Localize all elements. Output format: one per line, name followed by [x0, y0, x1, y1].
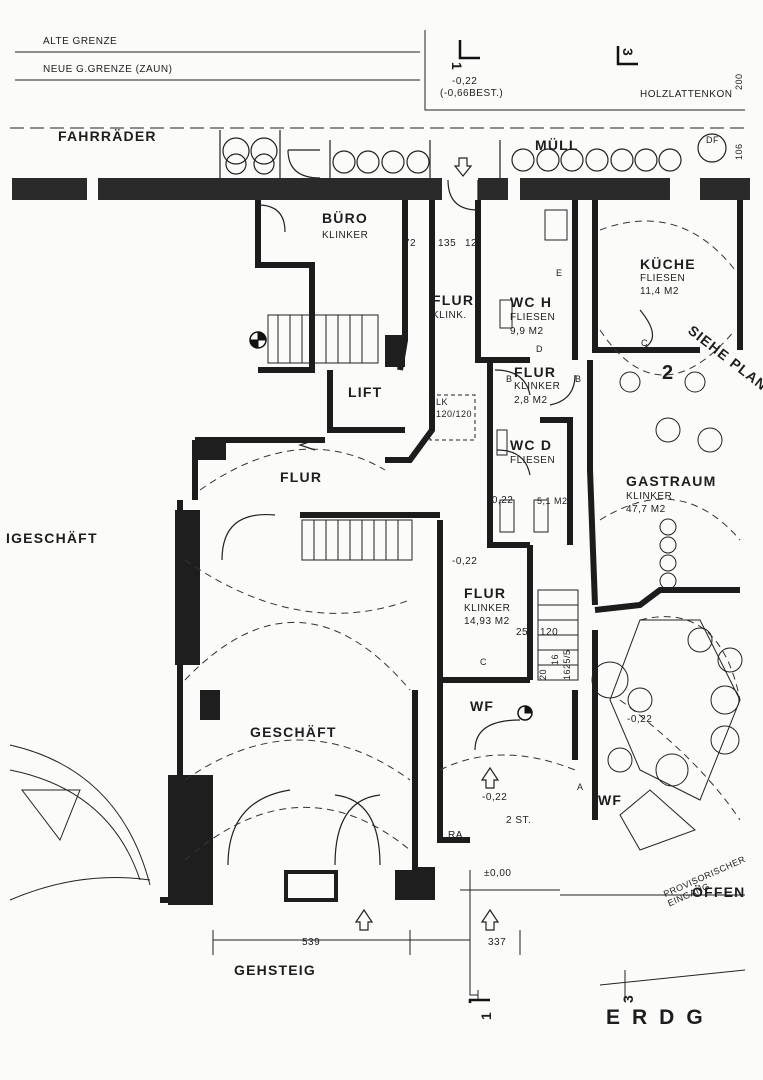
df-label: DF [706, 135, 719, 145]
legend-old-border: ALTE GRENZE [43, 36, 118, 47]
fence-label: HOLZLATTENKON [640, 89, 733, 100]
wcd-name: WC D [510, 437, 553, 453]
north-wall [12, 178, 750, 200]
shop-name: GESCHÄFT [250, 724, 337, 740]
wf2-name: WF [598, 792, 623, 808]
ra-label: RA [448, 830, 463, 841]
office-floor: KLINKER [322, 230, 369, 241]
dim-337: 337 [488, 937, 507, 948]
marker-2: 2 [662, 362, 675, 384]
kitchen-name: KÜCHE [640, 256, 696, 272]
corridor2-floor: KLINKER [514, 381, 561, 392]
corridor3-name: FLUR [280, 469, 323, 485]
electrical-symbols [249, 331, 533, 721]
section-3-bottom: 3 [620, 994, 636, 1003]
wch-area: 9,9 M2 [510, 326, 544, 337]
dim-20: 20 [538, 668, 548, 680]
level-dining: -0,22 [627, 714, 653, 725]
level-zero: ±0,00 [484, 868, 512, 879]
door-c2: C [480, 657, 487, 667]
level-corridor: -0,22 [452, 556, 478, 567]
corridor1-floor: KLINK. [432, 310, 467, 321]
lift-name: LIFT [348, 384, 383, 400]
trash-label: MÜLL [535, 137, 579, 153]
door-c: C [641, 338, 648, 348]
door-b2: B [575, 374, 582, 384]
door-b: B [506, 374, 513, 384]
kitchen-area: 11,4 M2 [640, 286, 679, 297]
dim-12: 12 [465, 238, 478, 249]
kitchen-floor: FLIESEN [640, 273, 686, 284]
dim-25: 25 [516, 627, 529, 638]
neighbor-label: IGESCHÄFT [6, 530, 98, 546]
wcd-area: 5,1 M2 [537, 496, 568, 506]
sidewalk-label: GEHSTEIG [234, 962, 316, 978]
level-b: (-0,66BEST.) [440, 88, 504, 99]
dim-72: 72 [404, 238, 417, 249]
office-name: BÜRO [322, 210, 369, 226]
corridor4-name: FLUR [464, 585, 507, 601]
legend-new-border: NEUE G.GRENZE (ZAUN) [43, 64, 173, 75]
level-a: -0,22 [452, 76, 478, 87]
doors [221, 149, 654, 866]
door-swings [184, 220, 741, 861]
dim-120: 120 [540, 627, 559, 638]
wf1-name: WF [470, 698, 495, 714]
legend-lines [10, 30, 745, 129]
dim-right-2: 106 [734, 143, 744, 160]
dim-1625: 1625/5 [562, 649, 572, 680]
corridor1-name: FLUR [432, 292, 475, 308]
dim-16: 16 [550, 653, 560, 665]
solid-walls [168, 335, 435, 905]
wcd-floor: FLIESEN [510, 455, 556, 466]
wch-floor: FLIESEN [510, 312, 556, 323]
corridor4-floor: KLINKER [464, 603, 511, 614]
level-wc: -0,22 [488, 495, 514, 506]
door-d: D [536, 344, 543, 354]
dim-135: 135 [438, 238, 457, 249]
corridor4-area: 14,93 M2 [464, 616, 510, 627]
section-1-top: 1 [449, 62, 465, 71]
dim-right-1: 200 [734, 73, 744, 90]
floor-title: ERDG [606, 1006, 715, 1029]
bay-window [9, 744, 151, 901]
bikes-label: FAHRRÄDER [58, 128, 157, 144]
open-label: ÖFFEN [692, 884, 746, 900]
lk-label: LK [436, 397, 449, 407]
bike-stands [219, 130, 727, 178]
section-1-bottom: 1 [478, 1011, 494, 1020]
dining-name: GASTRAUM [626, 473, 717, 489]
section-3-top: 3 [620, 48, 636, 57]
section-markers [458, 40, 638, 1003]
wc-fixtures [429, 209, 568, 533]
lk-dim: 120/120 [436, 409, 473, 419]
dim-539: 539 [302, 937, 321, 948]
dining-furniture [591, 371, 743, 851]
wch-name: WC H [510, 294, 553, 310]
level-wf: -0,22 [482, 792, 508, 803]
entry-arrows [298, 157, 500, 931]
door-e: E [556, 268, 563, 278]
corridor2-area: 2,8 M2 [514, 395, 548, 406]
stairs-label: 2 ST. [506, 815, 532, 826]
door-a: A [577, 782, 584, 792]
stairs [267, 314, 579, 681]
corridor2-name: FLUR [514, 364, 557, 380]
dining-area: 47,7 M2 [626, 504, 666, 515]
dimension-lines [212, 870, 746, 1000]
dining-floor: KLINKER [626, 491, 673, 502]
